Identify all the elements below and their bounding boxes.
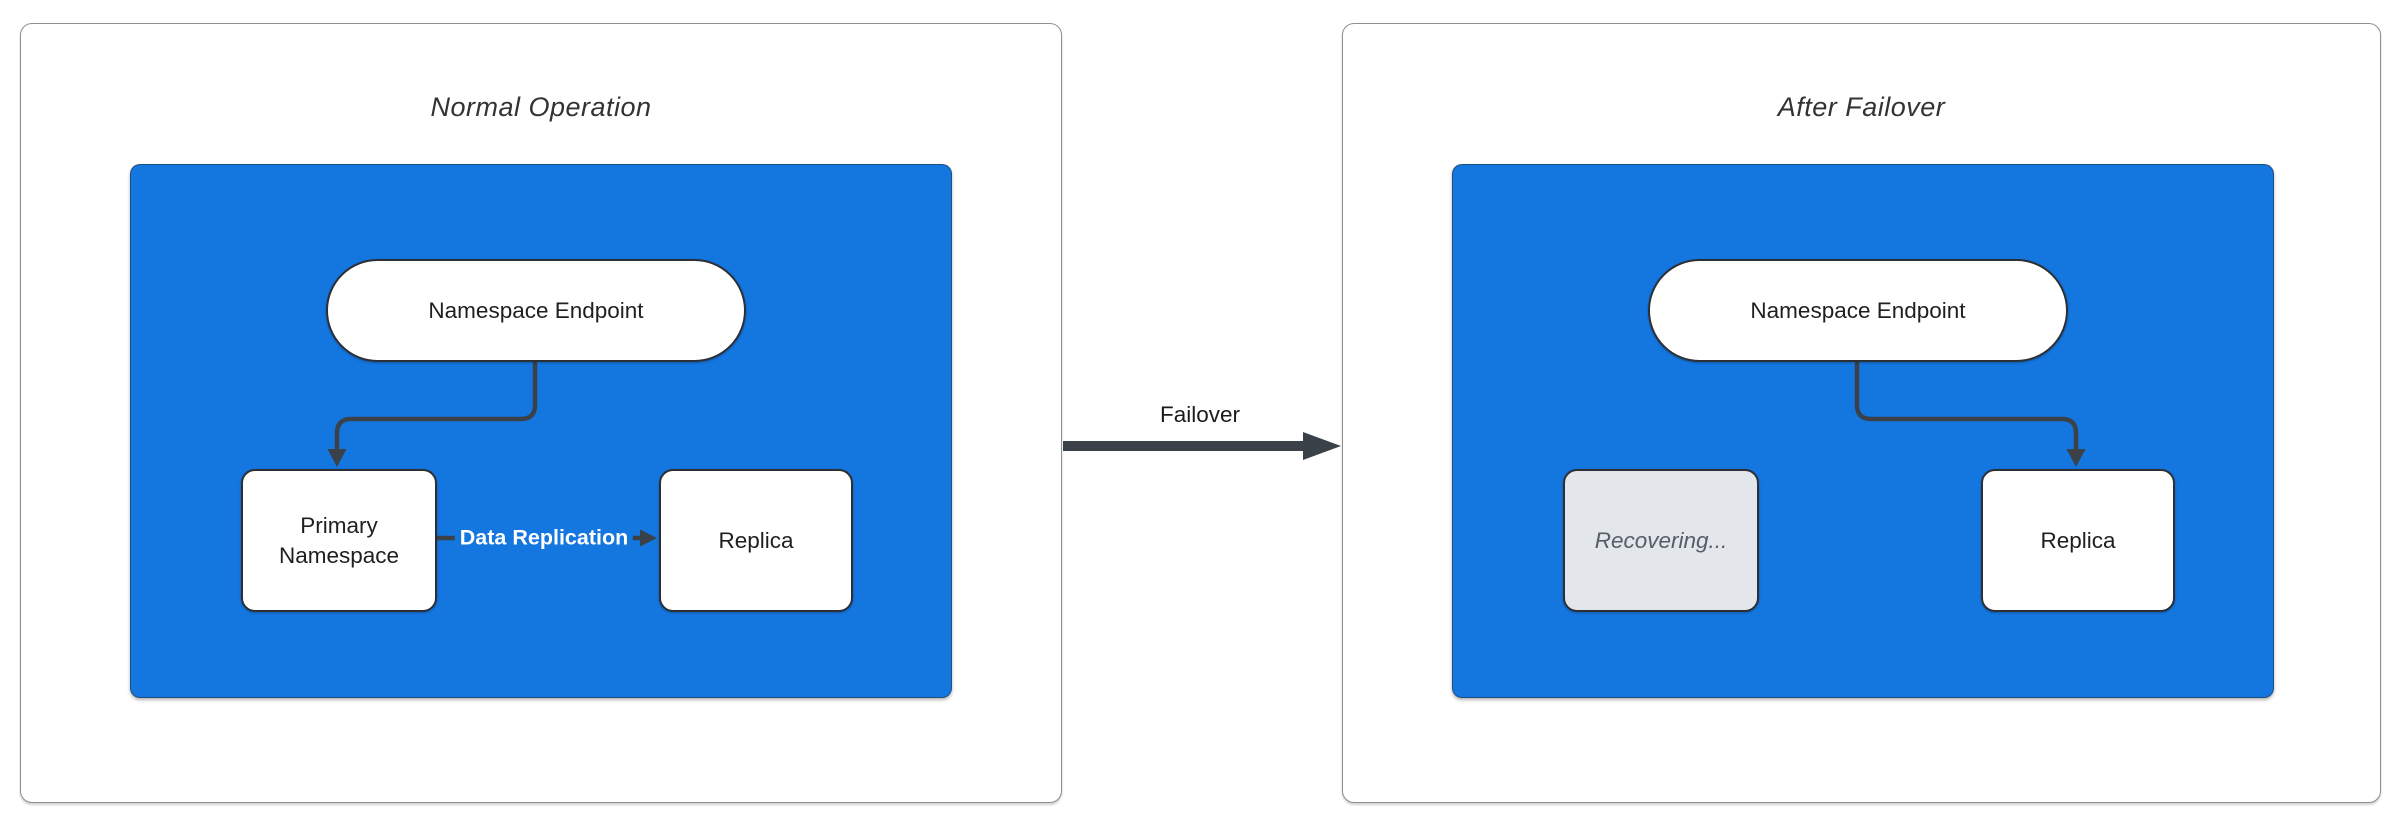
panel-after-failover: After Failover Namespace Endpoint Recove… xyxy=(1342,23,2381,803)
node-label: Recovering... xyxy=(1594,527,1728,553)
panel-title-after-failover: After Failover xyxy=(1777,92,1946,122)
node-label: Namespace Endpoint xyxy=(1750,297,1966,323)
namespace-container-normal: Namespace Endpoint Primary Namespace Rep… xyxy=(130,164,952,698)
node-label: Namespace Endpoint xyxy=(428,297,644,323)
data-replication-label: Data Replication xyxy=(454,522,634,554)
node-primary-namespace: Primary Namespace xyxy=(241,469,437,612)
failover-label: Failover xyxy=(1159,402,1241,427)
panel-title-normal-operation: Normal Operation xyxy=(430,92,652,122)
node-recovering: Recovering... xyxy=(1563,469,1759,612)
node-label: Primary Namespace xyxy=(278,513,400,568)
node-replica-failover: Replica xyxy=(1981,469,2175,612)
namespace-container-failover: Namespace Endpoint Recovering... Replica xyxy=(1452,164,2274,698)
node-label: Replica xyxy=(718,527,794,553)
node-namespace-endpoint-normal: Namespace Endpoint xyxy=(326,259,746,362)
node-replica-normal: Replica xyxy=(659,469,853,612)
node-label: Replica xyxy=(2040,527,2116,553)
failover-arrow xyxy=(1063,432,1341,460)
panel-normal-operation: Normal Operation Namespace Endpoint Prim… xyxy=(20,23,1062,803)
node-namespace-endpoint-failover: Namespace Endpoint xyxy=(1648,259,2068,362)
